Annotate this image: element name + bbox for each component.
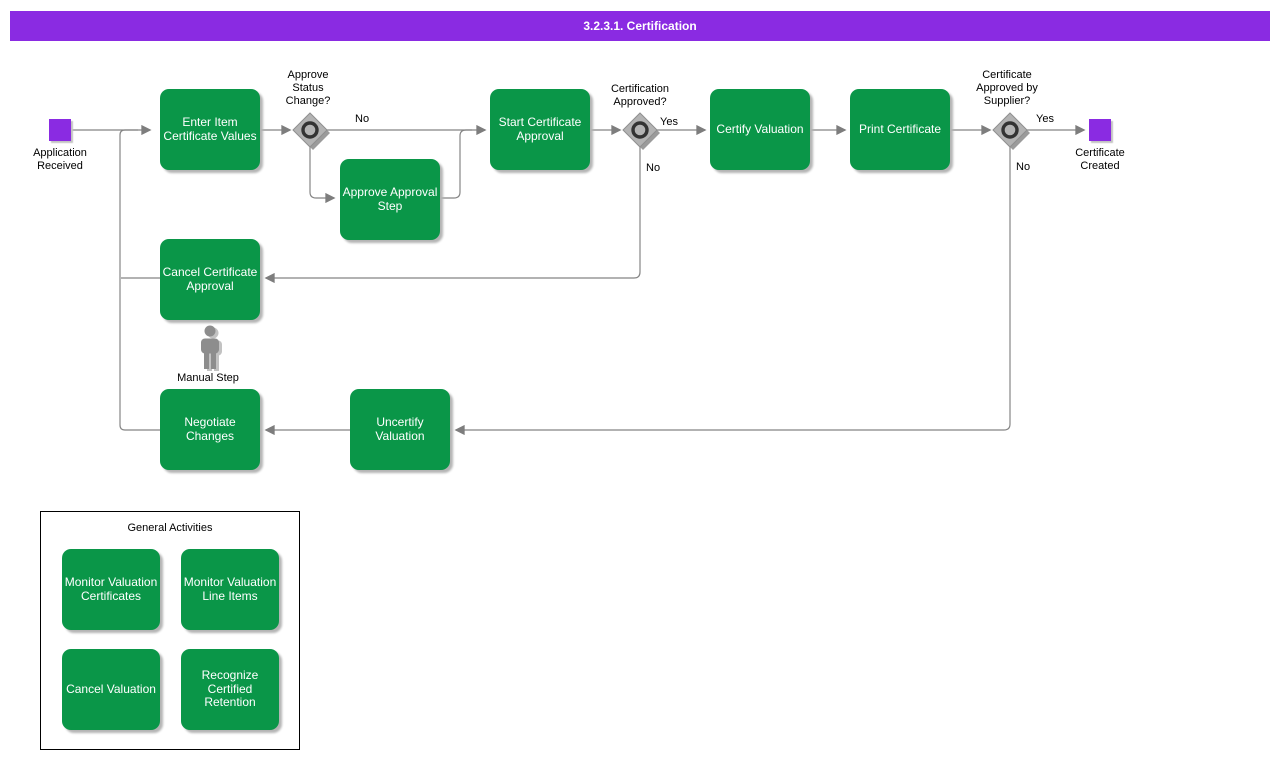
task-certify-valuation[interactable]: Certify Valuation bbox=[710, 89, 810, 170]
gateway-certification-approved-label: Certification Approved? bbox=[610, 83, 670, 108]
gateway-supplier-approved-label: Certificate Approved by Supplier? bbox=[976, 69, 1038, 107]
diagram-title: 3.2.3.1. Certification bbox=[583, 19, 697, 33]
task-print-certificate[interactable]: Print Certificate bbox=[850, 89, 950, 170]
task-approve-approval-step[interactable]: Approve Approval Step bbox=[340, 159, 440, 240]
edge-approve-step-to-start-approval bbox=[440, 129, 472, 199]
task-monitor-valuation-certificates[interactable]: Monitor Valuation Certificates bbox=[62, 549, 160, 630]
task-cancel-valuation[interactable]: Cancel Valuation bbox=[62, 649, 160, 730]
edge-gateway1-to-approve-step bbox=[309, 147, 336, 204]
gateway-supplier-approved-icon bbox=[992, 112, 1030, 150]
edge-gateway3-no-to-uncertify bbox=[454, 147, 1011, 436]
task-start-certificate-approval[interactable]: Start Certificate Approval bbox=[490, 89, 590, 170]
manual-step-label: Manual Step bbox=[177, 372, 239, 384]
task-uncertify-valuation[interactable]: Uncertify Valuation bbox=[350, 389, 450, 470]
edge-label-approve-status-no: No bbox=[355, 113, 370, 125]
end-event-label: Certificate Created bbox=[1075, 147, 1125, 172]
general-activities-title: General Activities bbox=[127, 522, 213, 534]
task-negotiate-changes[interactable]: Negotiate Changes bbox=[160, 389, 260, 470]
gateway-approve-status-icon bbox=[292, 112, 330, 150]
diagram-title-bar: 3.2.3.1. Certification bbox=[10, 11, 1270, 41]
manual-step-person-icon bbox=[201, 325, 222, 371]
task-cancel-certificate-approval[interactable]: Cancel Certificate Approval bbox=[160, 239, 260, 320]
edge-label-supplier-approved-no: No bbox=[1016, 161, 1031, 173]
edge-label-certification-approved-yes: Yes bbox=[660, 116, 678, 128]
start-event-square bbox=[49, 119, 71, 141]
gateway-certification-approved-icon bbox=[622, 112, 660, 150]
start-event-label: Application Received bbox=[33, 147, 87, 172]
task-recognize-certified-retention[interactable]: Recognize Certified Retention bbox=[181, 649, 279, 730]
task-monitor-valuation-line-items[interactable]: Monitor Valuation Line Items bbox=[181, 549, 279, 630]
edge-label-certification-approved-no: No bbox=[646, 162, 661, 174]
task-enter-item-certificate-values[interactable]: Enter Item Certificate Values bbox=[160, 89, 260, 170]
gateway-approve-status-label: Approve Status Change? bbox=[285, 69, 331, 107]
edge-gateway2-no-to-cancel bbox=[264, 147, 641, 284]
edge-label-supplier-approved-yes: Yes bbox=[1036, 113, 1054, 125]
end-event-square bbox=[1089, 119, 1111, 141]
edge-feedback-negotiate-to-enter-item bbox=[119, 129, 160, 431]
